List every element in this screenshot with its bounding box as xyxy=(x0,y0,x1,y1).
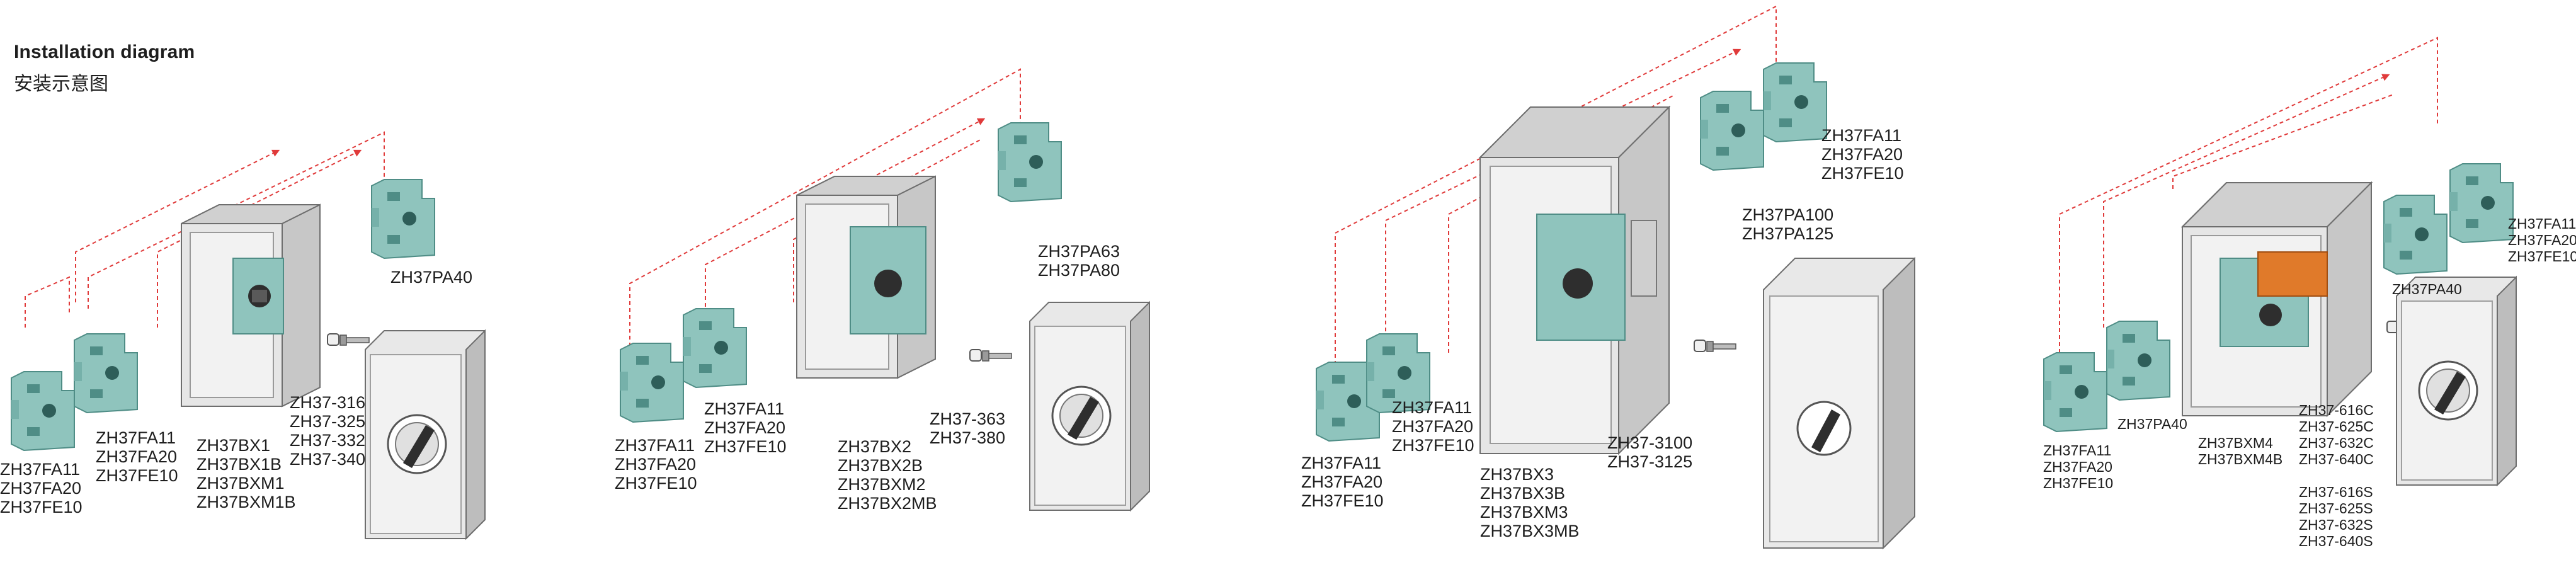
label: ZH37-625S xyxy=(2299,500,2373,517)
label: ZH37BXM1B xyxy=(197,493,296,511)
label: ZH37FA20 xyxy=(615,455,697,474)
label: ZH37PA63 xyxy=(1038,242,1120,261)
label: ZH37-616C xyxy=(2299,402,2374,418)
group-2-switch-labels: ZH37-363 ZH37-380 xyxy=(930,409,1005,447)
label: ZH37BXM4 xyxy=(2198,435,2273,451)
label: ZH37-632S xyxy=(2299,517,2373,533)
group-3-accessory-right-labels: ZH37FA11 ZH37FA20 ZH37FE10 xyxy=(1392,398,1474,455)
label: ZH37FA11 xyxy=(2508,215,2576,232)
label: ZH37FA11 xyxy=(1392,398,1473,417)
label: ZH37-3125 xyxy=(1607,452,1693,471)
label: ZH37BX3 xyxy=(1480,465,1554,484)
label: ZH37-316 xyxy=(290,393,366,412)
page-title: Installation diagram xyxy=(14,42,195,62)
label: ZH37FA20 xyxy=(704,418,786,437)
label: ZH37-616S xyxy=(2299,484,2373,500)
group-2-enclosure-labels: ZH37BX2 ZH37BX2B ZH37BXM2 ZH37BX2MB xyxy=(838,437,937,513)
label: ZH37FA20 xyxy=(2508,232,2576,248)
label: ZH37-640C xyxy=(2299,451,2374,467)
label: ZH37FA20 xyxy=(0,479,82,498)
label: ZH37BX3MB xyxy=(1480,522,1580,540)
label: ZH37BXM4B xyxy=(2198,451,2283,467)
group-3-top-accessory-labels: ZH37PA100 ZH37PA125 xyxy=(1742,205,1833,243)
group-2-top-accessory-labels: ZH37PA63 ZH37PA80 xyxy=(1038,242,1120,280)
group-1-enclosure-labels: ZH37BX1 ZH37BX1B ZH37BXM1 ZH37BXM1B xyxy=(197,436,296,511)
group-3-enclosure-labels: ZH37BX3 ZH37BX3B ZH37BXM3 ZH37BX3MB xyxy=(1480,465,1580,540)
group-3-accessory-left-labels: ZH37FA11 ZH37FA20 ZH37FE10 xyxy=(1301,454,1384,510)
label: ZH37FE10 xyxy=(2508,248,2576,265)
label: ZH37FE10 xyxy=(615,474,697,493)
label: ZH37-380 xyxy=(930,428,1006,447)
label: ZH37-363 xyxy=(930,409,1006,428)
group-3-top-right-labels: ZH37FA11 ZH37FA20 ZH37FE10 xyxy=(1821,126,1904,183)
label: ZH37FE10 xyxy=(1392,436,1474,455)
label: ZH37-340 xyxy=(290,450,366,469)
label: ZH37PA40 xyxy=(390,268,473,287)
label: ZH37FA11 xyxy=(1821,126,1902,145)
label: ZH37-325 xyxy=(290,412,366,431)
group-3-switch-labels: ZH37-3100 ZH37-3125 xyxy=(1607,433,1692,471)
label: ZH37PA40 xyxy=(2117,416,2187,432)
label: ZH37PA80 xyxy=(1038,261,1120,280)
label: ZH37BXM2 xyxy=(838,475,926,494)
label: ZH37FE10 xyxy=(0,498,83,517)
label: ZH37FA20 xyxy=(96,447,178,466)
label: ZH37FE10 xyxy=(704,437,787,456)
label: ZH37FA20 xyxy=(1821,145,1903,164)
group-1-accessory-left-labels: ZH37FA11 ZH37FA20 ZH37FE10 xyxy=(0,460,83,517)
label: ZH37FA11 xyxy=(615,436,695,455)
label: ZH37BX2B xyxy=(838,456,923,475)
label: ZH37-332 xyxy=(290,431,366,450)
group-4-top-right-labels: ZH37FA11 ZH37FA20 ZH37FE10 xyxy=(2508,215,2576,265)
group-2-accessory-left-labels: ZH37FA11 ZH37FA20 ZH37FE10 xyxy=(615,436,697,493)
label: ZH37FA11 xyxy=(1301,454,1382,472)
label: ZH37-625C xyxy=(2299,418,2374,435)
group-2-accessory-right-labels: ZH37FA11 ZH37FA20 ZH37FE10 xyxy=(704,399,787,456)
label: ZH37BXM3 xyxy=(1480,503,1568,522)
label: ZH37FA11 xyxy=(96,428,176,447)
label: ZH37FA20 xyxy=(1301,472,1383,491)
group-1-switch-labels: ZH37-316 ZH37-325 ZH37-332 ZH37-340 xyxy=(290,393,365,469)
group-4-accessory-left-labels: ZH37FA11 ZH37FA20 ZH37FE10 xyxy=(2043,442,2113,491)
label: ZH37-640S xyxy=(2299,533,2373,549)
label: ZH37BX1B xyxy=(197,455,282,474)
page-subtitle: 安装示意图 xyxy=(14,74,108,94)
label: ZH37FE10 xyxy=(2043,475,2114,491)
group-4-top-accessory-labels: ZH37PA40 xyxy=(2392,281,2462,297)
label: ZH37FA20 xyxy=(1392,417,1474,436)
group-3-illustration xyxy=(1316,5,1915,550)
group-1-top-accessory-labels: ZH37PA40 xyxy=(390,268,472,287)
group-4-switch-c-labels: ZH37-616C ZH37-625C ZH37-632C ZH37-640C xyxy=(2299,402,2374,467)
label: ZH37FE10 xyxy=(1301,491,1384,510)
label: ZH37BX2MB xyxy=(838,494,937,513)
group-4-accessory-mid-labels: ZH37PA40 xyxy=(2117,416,2187,432)
label: ZH37FE10 xyxy=(96,466,178,485)
label: ZH37-3100 xyxy=(1607,433,1693,452)
label: ZH37FA11 xyxy=(704,399,785,418)
label: ZH37BX3B xyxy=(1480,484,1566,503)
group-1-illustration xyxy=(11,131,486,540)
group-4-switch-s-labels: ZH37-616S ZH37-625S ZH37-632S ZH37-640S xyxy=(2299,484,2373,549)
group-2-illustration xyxy=(620,68,1151,511)
label: ZH37BX1 xyxy=(197,436,271,455)
label: ZH37-632C xyxy=(2299,435,2374,451)
label: ZH37PA40 xyxy=(2392,281,2462,297)
group-4-illustration xyxy=(2043,37,2517,486)
label: ZH37FA11 xyxy=(0,460,81,479)
label: ZH37FE10 xyxy=(1821,164,1904,183)
label: ZH37FA20 xyxy=(2043,459,2112,475)
label: ZH37PA125 xyxy=(1742,224,1834,243)
label: ZH37PA100 xyxy=(1742,205,1834,224)
label: ZH37BX2 xyxy=(838,437,912,456)
label: ZH37FA11 xyxy=(2043,442,2112,459)
group-4-enclosure-labels: ZH37BXM4 ZH37BXM4B xyxy=(2198,435,2282,467)
label: ZH37BXM1 xyxy=(197,474,285,493)
group-1-accessory-right-labels: ZH37FA11 ZH37FA20 ZH37FE10 xyxy=(96,428,178,485)
